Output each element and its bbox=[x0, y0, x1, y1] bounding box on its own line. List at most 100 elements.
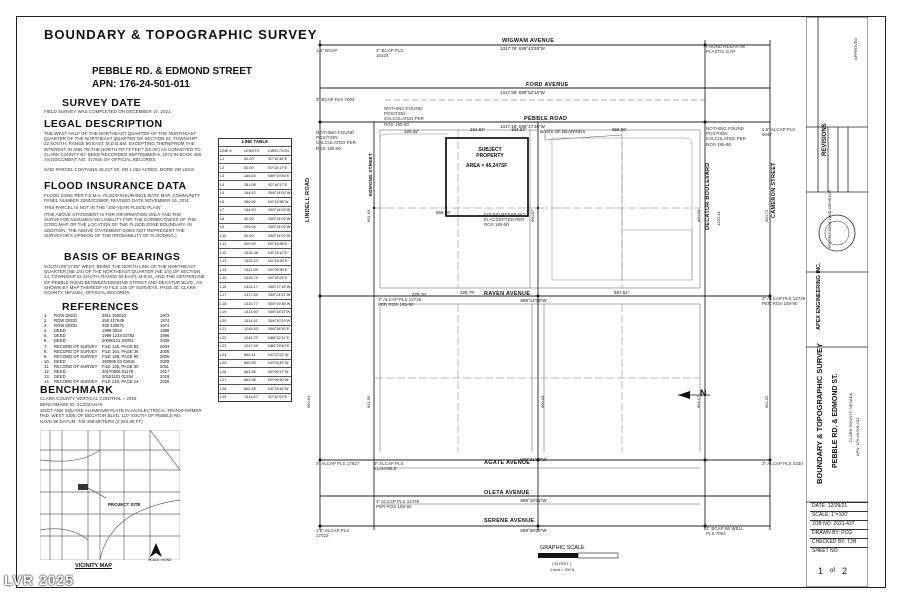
reference-cell: 2009 bbox=[160, 338, 170, 344]
reference-cell: 6. bbox=[44, 338, 48, 344]
reference-cell: 2911 300022 bbox=[102, 313, 127, 318]
line-table-cell: N0°06'30"W bbox=[268, 378, 289, 383]
line-table-cell: L13 bbox=[220, 259, 227, 264]
vdim-4: 660.64' bbox=[540, 395, 545, 408]
reference-cell: DEED bbox=[54, 338, 66, 344]
reference-cell: 20170505 01178 bbox=[102, 369, 134, 375]
basis-text: SOUTH 89°17'28" WEST, BEING THE NORTH LI… bbox=[44, 264, 205, 296]
line-table-cell: L6 bbox=[220, 199, 225, 204]
reference-cell: 13. bbox=[44, 374, 50, 380]
vdim-1: 661.64' bbox=[366, 209, 371, 222]
reference-cell: 2017 bbox=[160, 369, 170, 375]
vicinity-north-arrow-icon bbox=[150, 543, 162, 557]
legal-description-heading: LEGAL DESCRIPTION bbox=[44, 118, 163, 130]
line-table-cell: N89°19'36"E bbox=[268, 174, 290, 179]
reference-cell: 2004 bbox=[160, 343, 170, 349]
line-table-cell: 1326.10' bbox=[244, 259, 259, 264]
reference-cell: FILE 158, PAGE 90 bbox=[102, 353, 139, 359]
line-table-cell: 1247.46' bbox=[244, 344, 259, 349]
line-table-header-row: LINE # LENGTH DIRECTION bbox=[219, 146, 291, 155]
dim-164a: 164.63' bbox=[470, 127, 485, 132]
note-serene-cap-2: 3" BCAP W/ WELL PLS 7004 bbox=[706, 526, 744, 537]
reference-cell: 9. bbox=[44, 353, 48, 359]
line-table-cell: S89°14'09"W bbox=[268, 208, 291, 213]
basis-of-bearings-label: BASIS OF BEARINGS bbox=[540, 129, 586, 134]
line-table-cell: 50.00' bbox=[244, 157, 255, 162]
line-table-cell: L27 bbox=[220, 378, 227, 383]
note-nothing-found-1: NOTHING FOUND POSITION CALCULATED PER RO… bbox=[384, 106, 424, 127]
dim-329: 329.32' bbox=[404, 129, 419, 134]
reference-cell: FILE 145, PAGE 30 bbox=[102, 363, 139, 369]
line-table-cell: 164.52' bbox=[244, 191, 257, 196]
line-table-cell: L18 bbox=[220, 301, 227, 306]
flood-disclaimer: (THE ABOVE STATEMENT IS FOR INFORMATION … bbox=[44, 212, 197, 238]
reference-cell: 1999 0818 bbox=[102, 328, 122, 334]
benchmark-heading: BENCHMARK bbox=[40, 384, 114, 396]
subject-property-label: SUBJECT PROPERTY bbox=[476, 147, 504, 159]
tb-job: JOB NO: 2021-437 bbox=[810, 520, 868, 527]
vdim-8: 660.71' bbox=[764, 209, 769, 222]
reference-cell: 2006 bbox=[160, 348, 170, 354]
note-nothing-found-3: NOTHING FOUND POSITION CALCULATED PER RO… bbox=[706, 126, 746, 147]
line-table-cell: L26 bbox=[220, 369, 227, 374]
reference-cell: 2. bbox=[44, 318, 48, 324]
drawing-sheet bbox=[16, 16, 886, 588]
oleta-label: OLETA AVENUE bbox=[484, 490, 530, 496]
line-table-cell: 1314.67' bbox=[244, 395, 259, 400]
line-table-cell: N89°32'11"E bbox=[268, 335, 290, 340]
note-found-rebar: FOUND REBAR NO ID ACCEPTED PER ROS 185-9… bbox=[484, 212, 525, 228]
line-table-cell: S0°16'17"E bbox=[268, 182, 288, 187]
line-table-cell: L1 bbox=[220, 157, 225, 162]
line-table-cell: S89°38'39"E bbox=[268, 327, 290, 332]
wigwam-label: WIGWAM AVENUE bbox=[502, 38, 555, 44]
line-table-row: L1 50.00' S0°16'38"E bbox=[219, 154, 291, 164]
line-table-cell: L20 bbox=[220, 318, 227, 323]
dim-328: 328.79' bbox=[460, 290, 475, 295]
survey-title: BOUNDARY & TOPOGRAPHIC SURVEY bbox=[44, 27, 318, 42]
tb-drawn: DRAWN BY: PCG bbox=[810, 529, 868, 536]
reference-cell: 448 420571 bbox=[102, 323, 125, 329]
line-table-cell: 50.00' bbox=[244, 165, 255, 170]
line-table-cell: L12 bbox=[220, 250, 227, 255]
line-table-cell: N0°22'22"W bbox=[268, 352, 289, 357]
note-ford-bcap: 3" BCAP PLS 7004 bbox=[316, 97, 355, 102]
sheet-location-vertical: CLARK COUNTY, NEVADA bbox=[848, 392, 853, 442]
reference-cell: 10. bbox=[44, 358, 50, 364]
note-oleta-cap: 3" ALCAP PLS 12749 PER ROS 185-90 bbox=[376, 499, 420, 510]
line-table-cell: 30.00' bbox=[244, 233, 255, 238]
dim-658: 658.56' bbox=[612, 127, 627, 132]
reference-cell: 1998 1218 02782 bbox=[102, 333, 135, 339]
line-table-cell: L16 bbox=[220, 284, 227, 289]
graphic-scale-label: GRAPHIC SCALE bbox=[540, 545, 585, 551]
line-table-cell: S0°32'02"E bbox=[268, 395, 288, 400]
dim-329b: 329.76' bbox=[412, 292, 427, 297]
dim-164b: 164.63' bbox=[511, 127, 526, 132]
line-table-cell: S0°16'38"E bbox=[268, 157, 288, 162]
line-table-cell: L10 bbox=[220, 233, 227, 238]
line-table-cell: N0°06'35"E bbox=[268, 267, 288, 272]
seal-label-vertical: PROFESSIONAL LAND SURVEYOR bbox=[828, 190, 832, 248]
reference-cell: RECORD OF SURVEY bbox=[54, 343, 98, 349]
reference-cell: RECORD OF SURVEY bbox=[54, 363, 98, 369]
line-table-cell: L14 bbox=[220, 267, 227, 272]
reference-cell: 200906 03 03018 bbox=[102, 358, 135, 364]
reference-cell: 2009 bbox=[160, 358, 170, 364]
line-table-cell: S89°14'09"W bbox=[268, 216, 291, 221]
